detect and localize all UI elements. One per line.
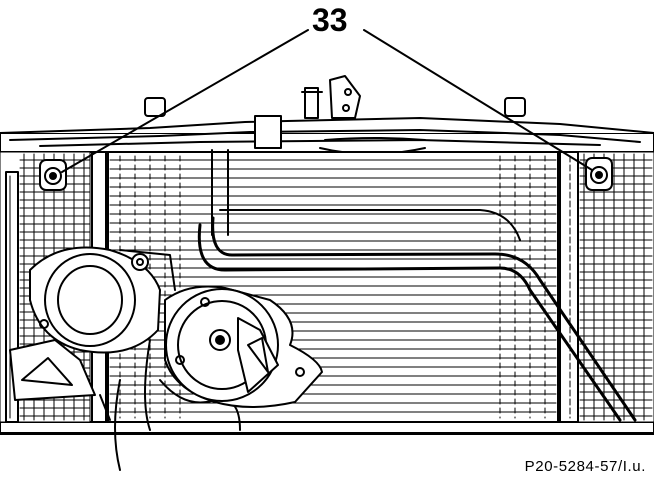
mounting-bolt-right — [585, 157, 613, 191]
callout-leaders — [61, 29, 593, 173]
refrigerant-line — [197, 149, 637, 422]
top-support — [0, 75, 654, 155]
figure-reference-code: P20-5284-57/I.u. — [524, 458, 646, 475]
horn-left — [9, 246, 176, 401]
horn-right — [164, 285, 323, 408]
mounting-bolt-left — [39, 159, 67, 191]
callout-number: 33 — [312, 2, 348, 38]
